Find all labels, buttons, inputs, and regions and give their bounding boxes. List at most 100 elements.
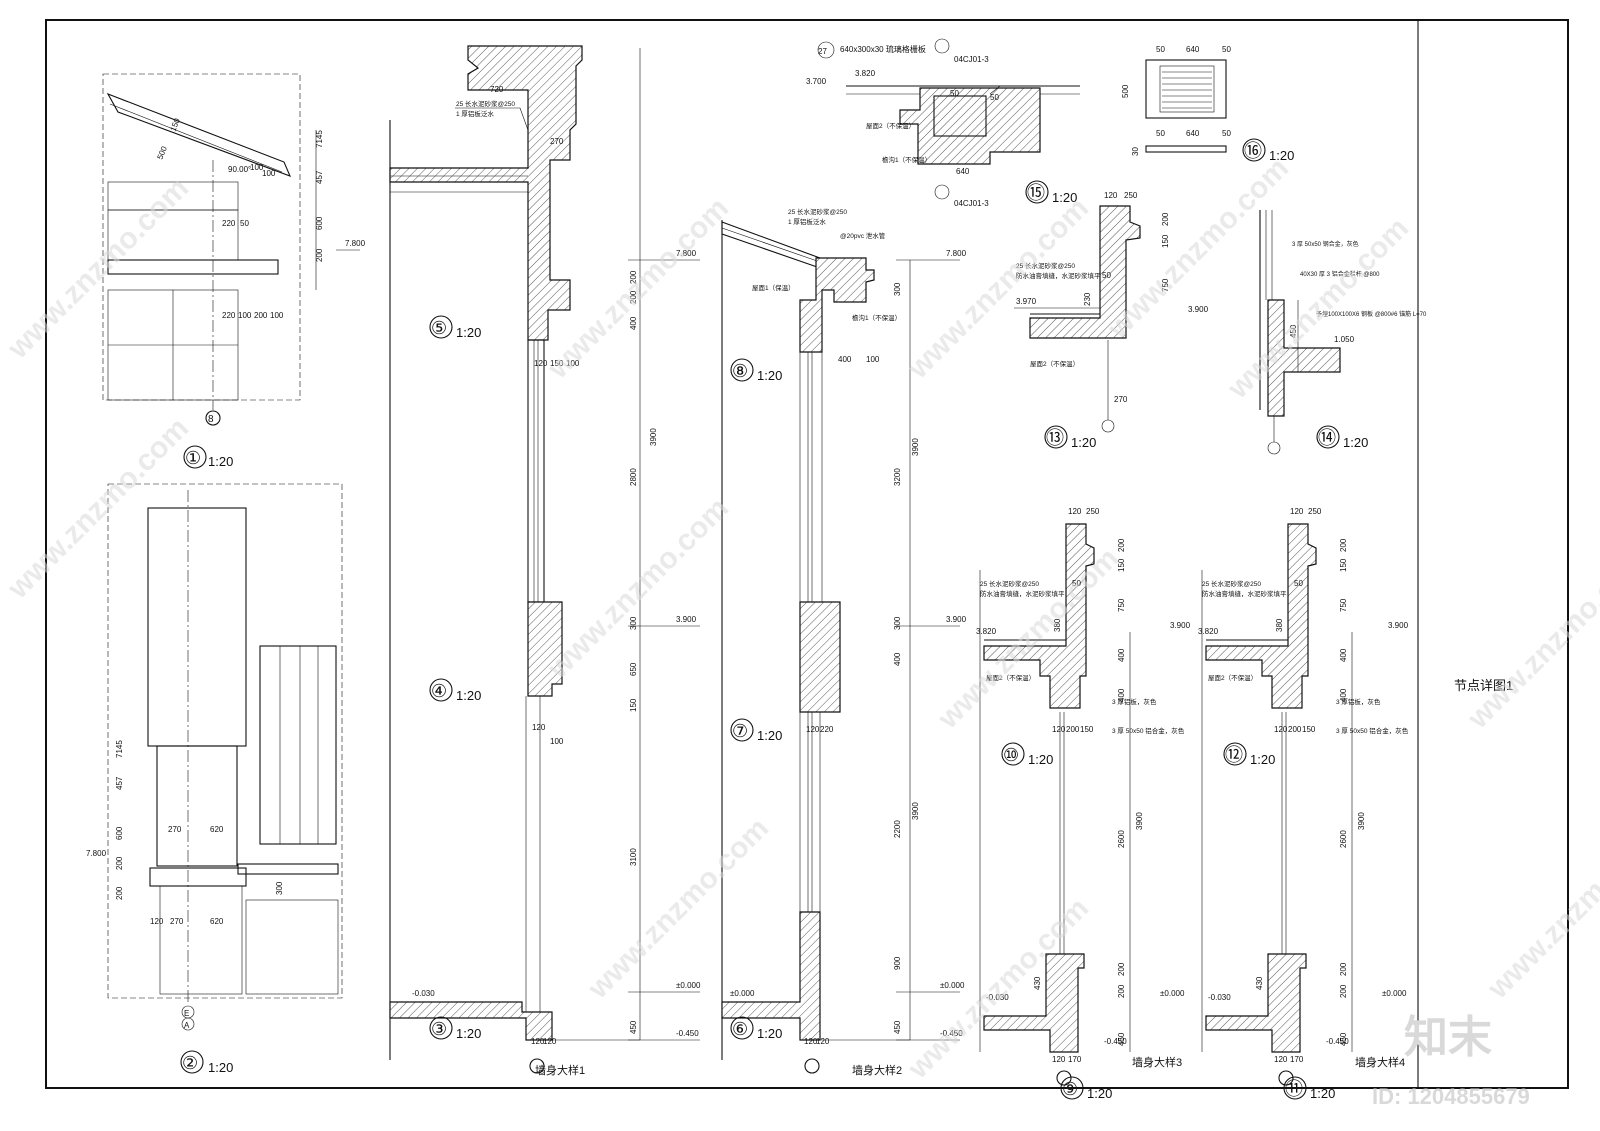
- svg-text:2600: 2600: [1117, 830, 1126, 848]
- svg-text:屋面2（不保温）: 屋面2（不保温）: [986, 673, 1035, 682]
- svg-text:27: 27: [818, 47, 827, 56]
- svg-text:450: 450: [1289, 324, 1298, 338]
- svg-text:100: 100: [270, 311, 284, 320]
- svg-text:50: 50: [240, 219, 249, 228]
- svg-text:300: 300: [275, 881, 284, 895]
- svg-text:3900: 3900: [911, 438, 920, 456]
- svg-text:50: 50: [1156, 45, 1165, 54]
- svg-text:檐沟1（不保温）: 檐沟1（不保温）: [882, 155, 931, 164]
- svg-text:30: 30: [1131, 147, 1140, 156]
- svg-text:±0.000: ±0.000: [940, 981, 965, 990]
- svg-text:3 厚 50x50 钢合金，灰色: 3 厚 50x50 钢合金，灰色: [1292, 240, 1359, 248]
- svg-text:150: 150: [1117, 558, 1126, 572]
- svg-text:⑭: ⑭: [1318, 428, 1336, 449]
- svg-text:270: 270: [168, 825, 182, 834]
- svg-text:1:20: 1:20: [757, 728, 782, 743]
- svg-text:1:20: 1:20: [1052, 190, 1077, 205]
- svg-text:200: 200: [1066, 725, 1080, 734]
- svg-text:400: 400: [1117, 688, 1126, 702]
- svg-text:2800: 2800: [629, 468, 638, 486]
- svg-text:1:20: 1:20: [1269, 148, 1294, 163]
- svg-text:120: 120: [532, 723, 546, 732]
- svg-text:457: 457: [115, 776, 124, 790]
- svg-text:640x300x30 琉璃格栅板: 640x300x30 琉璃格栅板: [840, 44, 926, 54]
- svg-text:⑨: ⑨: [1062, 1079, 1078, 1100]
- svg-text:250: 250: [1308, 507, 1322, 516]
- svg-text:A: A: [184, 1021, 190, 1030]
- wall-section-1: 720 270 120 150 100 300 650 150 120 100 …: [389, 45, 701, 1077]
- svg-text:650: 650: [629, 662, 638, 676]
- svg-text:50: 50: [950, 89, 959, 98]
- svg-text:120: 120: [1104, 191, 1118, 200]
- svg-text:±0.000: ±0.000: [676, 981, 701, 990]
- svg-text:250: 250: [1086, 507, 1100, 516]
- svg-text:墙身大样4: 墙身大样4: [1355, 1055, 1405, 1069]
- svg-text:3 厚铝板，灰色: 3 厚铝板，灰色: [1336, 697, 1381, 706]
- svg-text:1:20: 1:20: [456, 1026, 481, 1041]
- svg-text:200: 200: [1339, 962, 1348, 976]
- svg-text:檐沟1（不保温）: 檐沟1（不保温）: [852, 313, 901, 322]
- svg-text:120: 120: [531, 1037, 545, 1046]
- svg-text:25 长水泥砂浆@250: 25 长水泥砂浆@250: [1016, 261, 1075, 270]
- svg-text:400: 400: [629, 316, 638, 330]
- svg-text:⑩: ⑩: [1003, 745, 1019, 766]
- svg-text:620: 620: [210, 825, 224, 834]
- svg-text:⑤: ⑤: [431, 318, 447, 339]
- svg-text:100: 100: [566, 359, 580, 368]
- svg-text:⑦: ⑦: [732, 721, 748, 742]
- svg-text:25 长水泥砂浆@250: 25 长水泥砂浆@250: [980, 579, 1039, 588]
- logo-watermark: 知末: [1404, 1013, 1492, 1062]
- svg-text:1.050: 1.050: [1334, 335, 1355, 344]
- svg-text:170: 170: [1290, 1055, 1304, 1064]
- svg-text:墙身大样1: 墙身大样1: [535, 1063, 585, 1077]
- svg-text:250: 250: [1124, 191, 1138, 200]
- svg-text:170: 170: [1068, 1055, 1082, 1064]
- svg-text:500: 500: [1121, 84, 1130, 98]
- svg-text:220: 220: [820, 725, 834, 734]
- svg-text:400: 400: [1339, 688, 1348, 702]
- svg-text:-0.030: -0.030: [986, 993, 1009, 1002]
- svg-text:220: 220: [222, 311, 236, 320]
- svg-text:防水油膏填缝，水泥砂浆填平: 防水油膏填缝，水泥砂浆填平: [1202, 589, 1287, 598]
- svg-text:270: 270: [550, 137, 564, 146]
- svg-text:3.900: 3.900: [1388, 621, 1409, 630]
- svg-text:1:20: 1:20: [757, 368, 782, 383]
- wall-section-2: 400 100 120 220 300 3200 3900 300 400 22…: [721, 207, 967, 1077]
- svg-text:3.700: 3.700: [806, 77, 827, 86]
- svg-text:200: 200: [1288, 725, 1302, 734]
- svg-text:屋面2（不保温）: 屋面2（不保温）: [866, 121, 915, 130]
- svg-text:150: 150: [1080, 725, 1094, 734]
- svg-text:750: 750: [1117, 598, 1126, 612]
- detail-2: E A 7145 457 600 270 620 200 200 300 120…: [86, 483, 343, 1075]
- svg-text:3.900: 3.900: [676, 615, 697, 624]
- svg-text:100: 100: [550, 737, 564, 746]
- svg-text:www.znzmo.com: www.znzmo.com: [1481, 812, 1600, 1006]
- svg-text:3900: 3900: [649, 428, 658, 446]
- svg-text:防水油膏填缝，水泥砂浆填平: 防水油膏填缝，水泥砂浆填平: [1016, 271, 1101, 280]
- svg-text:640: 640: [956, 167, 970, 176]
- svg-text:100: 100: [250, 163, 264, 172]
- svg-text:www.znzmo.com: www.znzmo.com: [1, 172, 195, 366]
- svg-text:E: E: [184, 1009, 189, 1018]
- svg-text:3200: 3200: [893, 468, 902, 486]
- svg-text:±0.000: ±0.000: [730, 989, 755, 998]
- sheet-border: [45, 19, 1569, 1089]
- svg-text:⑬: ⑬: [1046, 428, 1064, 449]
- svg-text:120: 120: [1290, 507, 1304, 516]
- svg-text:450: 450: [1339, 1032, 1348, 1046]
- svg-text:7.800: 7.800: [86, 849, 107, 858]
- svg-text:3.900: 3.900: [1188, 305, 1209, 314]
- sheet-title: 节点详图1: [1454, 678, 1513, 693]
- svg-text:7.800: 7.800: [345, 239, 366, 248]
- svg-text:1:20: 1:20: [208, 454, 233, 469]
- svg-text:1:20: 1:20: [456, 688, 481, 703]
- svg-text:⑥: ⑥: [732, 1019, 748, 1040]
- svg-text:400: 400: [838, 355, 852, 364]
- svg-text:www.znzmo.com: www.znzmo.com: [581, 812, 775, 1006]
- wall-section-3: 120 250 200 150 750 380 50 400 400 2600 …: [976, 507, 1191, 1101]
- svg-text:200: 200: [1161, 212, 1170, 226]
- svg-text:www.znzmo.com: www.znzmo.com: [1, 412, 195, 606]
- svg-text:7.800: 7.800: [946, 249, 967, 258]
- svg-text:120: 120: [1274, 1055, 1288, 1064]
